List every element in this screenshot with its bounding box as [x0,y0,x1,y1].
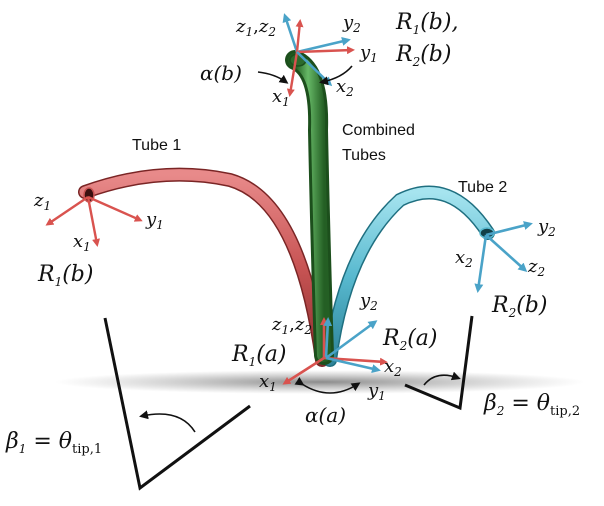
combined-tubes-highlight [288,53,331,362]
beta1-angle-lines [103,317,251,491]
label-R2a: R2(a) [382,326,438,353]
label-R2b-tube2: R2(b) [491,293,547,320]
frame-tube2-tip [474,221,533,293]
label-R1b-combined: R1(b), [395,10,458,37]
label-base-y2: y2 [359,290,378,313]
label-t1-x1: x1 [73,231,91,254]
label-tube2: Tube 2 [458,179,507,196]
beta2-angle-arrow [423,371,461,386]
label-alpha-b: α(b) [200,61,242,85]
label-t1-z1: z1 [33,190,51,213]
label-base-y1: y1 [367,380,386,403]
label-combined-line1: Combined [342,122,415,139]
alpha-a-arrow [294,376,361,394]
tube2-highlight [324,187,494,366]
frame-combined-tip [257,13,355,97]
label-base-z1z2: z1,z2 [271,314,312,337]
label-tip-y1: y1 [359,42,378,65]
beta2-angle-lines [404,315,474,411]
label-t1-y1: y1 [145,209,164,232]
label-t2-x2: x2 [455,247,473,270]
label-R1b-tube1: R1(b) [37,262,93,289]
beta1-angle-arrow [139,410,196,433]
alpha-b-arrow-right [319,65,353,86]
equation-beta1: β1 = θtip,1 [5,429,102,457]
label-t2-y2: y2 [537,216,556,239]
label-tip-x1: x1 [272,86,290,109]
label-R2b-combined: R2(b) [395,42,451,69]
equation-beta2: β2 = θtip,2 [483,391,580,419]
frame-base [282,317,388,394]
label-tip-x2: x2 [336,76,354,99]
label-tip-z1z2: z1,z2 [235,16,276,39]
frame-tube1-tip [45,195,143,247]
alpha-b-arrow-left [257,71,289,84]
label-tube1: Tube 1 [132,137,181,154]
label-alpha-a: α(a) [305,403,346,427]
tube1-highlight [79,169,328,366]
label-combined-line2: Tubes [342,147,386,164]
label-base-x1: x1 [259,371,277,394]
label-t2-z2: z2 [527,256,545,279]
label-base-x2: x2 [384,356,402,379]
label-R1a: R1(a) [231,342,287,369]
label-tip-y2: y2 [342,12,361,35]
